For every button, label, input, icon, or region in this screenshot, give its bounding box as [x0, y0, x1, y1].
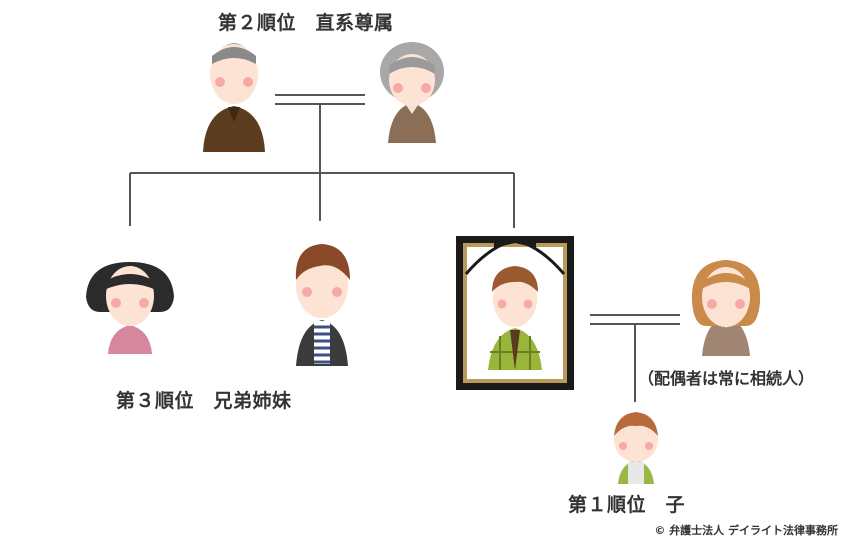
tree-connectors	[129, 94, 680, 402]
spouse-figure	[691, 260, 761, 356]
grandfather-figure	[203, 43, 265, 152]
sister-figure	[86, 262, 174, 354]
mourning-ribbon	[464, 238, 566, 275]
copyright-notice: © 弁護士法人 デイライト法律事務所	[654, 524, 838, 537]
rank1-label: 第１順位 子	[568, 494, 686, 516]
rank2-label: 第２順位 直系尊属	[218, 12, 394, 34]
child-figure	[614, 412, 658, 484]
grandmother-figure	[380, 42, 444, 143]
deceased-portrait	[456, 236, 574, 390]
rank3-label: 第３順位 兄弟姉妹	[116, 390, 292, 412]
spouse-note: （配偶者は常に相続人）	[638, 369, 815, 388]
mourning-ribbon-bow	[494, 236, 536, 248]
brother-figure	[295, 244, 350, 366]
